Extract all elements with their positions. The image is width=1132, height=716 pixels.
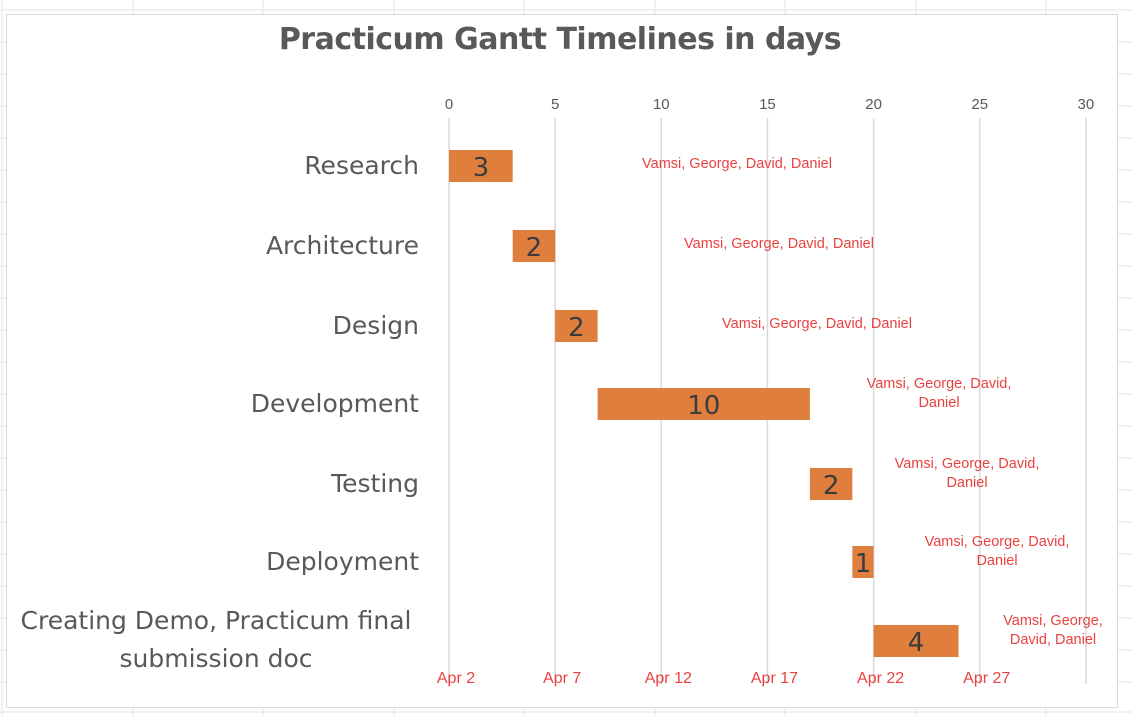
bar-data-label: 10: [687, 391, 720, 421]
assignee-label: David, Daniel: [1010, 632, 1096, 648]
assignee-label: Daniel: [918, 395, 959, 411]
task-label: Deployment: [266, 547, 419, 576]
x-tick-label: 10: [653, 96, 670, 113]
assignee-label: Vamsi, George, David,: [895, 456, 1040, 472]
assignee-label: Vamsi, George, David,: [925, 534, 1070, 550]
bar: [873, 625, 959, 657]
date-label: Apr 12: [645, 670, 692, 687]
x-tick-label: 30: [1078, 96, 1095, 113]
task-label: Creating Demo, Practicum final submissio…: [20, 606, 412, 673]
bar-data-label: 2: [568, 313, 585, 343]
bar: [852, 546, 874, 578]
assignee-label: Vamsi, George, David, Daniel: [642, 156, 832, 172]
date-label: Apr 22: [857, 670, 904, 687]
bar: [512, 230, 556, 262]
date-label: Apr 2: [437, 670, 475, 687]
task-label: Architecture: [265, 231, 419, 260]
x-tick-label: 5: [551, 96, 559, 113]
x-tick-label: 20: [865, 96, 882, 113]
x-tick-label: 15: [759, 96, 776, 113]
assignee-label: Vamsi, George, David, Daniel: [722, 316, 912, 332]
task-label: Design: [332, 311, 419, 340]
bar-data-label: 3: [473, 153, 490, 183]
bar-data-label: 2: [823, 471, 840, 501]
assignee-label: Daniel: [946, 475, 987, 491]
assignee-label: Vamsi, George, David,: [867, 376, 1012, 392]
assignee-label: Daniel: [976, 553, 1017, 569]
bar-data-label: 4: [908, 628, 925, 658]
chart-title: Practicum Gantt Timelines in days: [278, 22, 842, 57]
assignee-label: Vamsi, George,: [1003, 613, 1103, 629]
task-label: Development: [250, 389, 419, 418]
date-label: Apr 17: [751, 670, 798, 687]
task-label: Testing: [331, 469, 419, 498]
bar-data-label: 1: [855, 549, 872, 579]
bar: [809, 468, 853, 500]
assignee-label: Vamsi, George, David, Daniel: [684, 236, 874, 252]
date-label: Apr 27: [963, 670, 1010, 687]
bar-data-label: 2: [526, 233, 543, 263]
x-tick-label: 0: [445, 96, 453, 113]
task-label: Research: [304, 151, 419, 180]
bar: [597, 388, 810, 420]
bar: [449, 150, 513, 182]
chart-area[interactable]: [6, 14, 1118, 708]
bar: [555, 310, 598, 342]
x-tick-label: 25: [971, 96, 988, 113]
date-label: Apr 7: [543, 670, 581, 687]
